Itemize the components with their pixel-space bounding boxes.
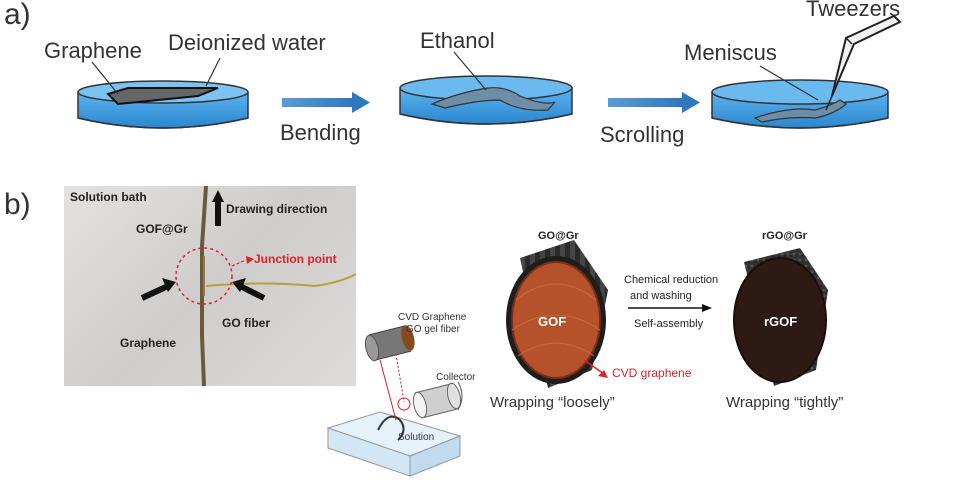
solution-label: Solution	[398, 432, 435, 443]
meniscus-label: Meniscus	[684, 40, 777, 65]
junction-point-label: Junction point	[254, 252, 337, 266]
ethanol-label: Ethanol	[420, 28, 495, 53]
petri-dish-2	[399, 51, 573, 125]
petri-dish-3	[711, 14, 902, 129]
graphene-sheet	[106, 87, 219, 106]
go-fiber-label: GO fiber	[222, 316, 271, 330]
rgo-gr-label: rGO@Gr	[762, 230, 807, 242]
petri-dish-1	[77, 57, 249, 129]
scrolling-label: Scrolling	[600, 122, 685, 147]
self-assembly-label: Self-assembly	[634, 318, 704, 330]
solution-bath-photo: Solution bath GOF@Gr Drawing direction J…	[64, 186, 356, 386]
go-gel-fiber-label: GO gel fiber	[406, 324, 460, 335]
photo-overlay	[140, 186, 356, 386]
cvd-graphene-setup-label: CVD Graphene	[398, 312, 467, 323]
solution-bath-label: Solution bath	[70, 190, 147, 204]
chemical-reduction-label: Chemical reduction	[624, 274, 719, 286]
and-washing-label: and washing	[630, 290, 692, 302]
tweezers-label: Tweezers	[806, 0, 901, 21]
panel-a-label: a)	[4, 0, 31, 31]
cvd-graphene-label: CVD graphene	[612, 366, 692, 380]
bending-arrow	[282, 92, 370, 113]
wrapping-tightly-label: Wrapping “tightly”	[726, 394, 844, 411]
go-gr-label: GO@Gr	[538, 230, 579, 242]
rgof-label: rGOF	[764, 314, 798, 329]
scrolling-arrow	[608, 92, 700, 113]
bending-label: Bending	[280, 120, 361, 145]
go-gr-cylinder	[506, 240, 608, 388]
scrolled-graphene	[753, 99, 847, 123]
gof-gr-label: GOF@Gr	[136, 222, 188, 236]
gof-label: GOF	[538, 314, 567, 329]
deionized-water-label: Deionized water	[168, 30, 326, 55]
drawing-direction-label: Drawing direction	[226, 202, 328, 216]
bent-graphene	[430, 87, 556, 111]
wrapping-loosely-label: Wrapping “loosely”	[490, 394, 615, 411]
graphene-photo-label: Graphene	[120, 336, 177, 350]
panel-b-label: b)	[4, 188, 31, 221]
tweezers-icon	[825, 14, 902, 111]
graphene-label: Graphene	[44, 38, 142, 63]
collector-label: Collector	[436, 372, 476, 383]
rgo-gr-cylinder	[733, 248, 828, 386]
